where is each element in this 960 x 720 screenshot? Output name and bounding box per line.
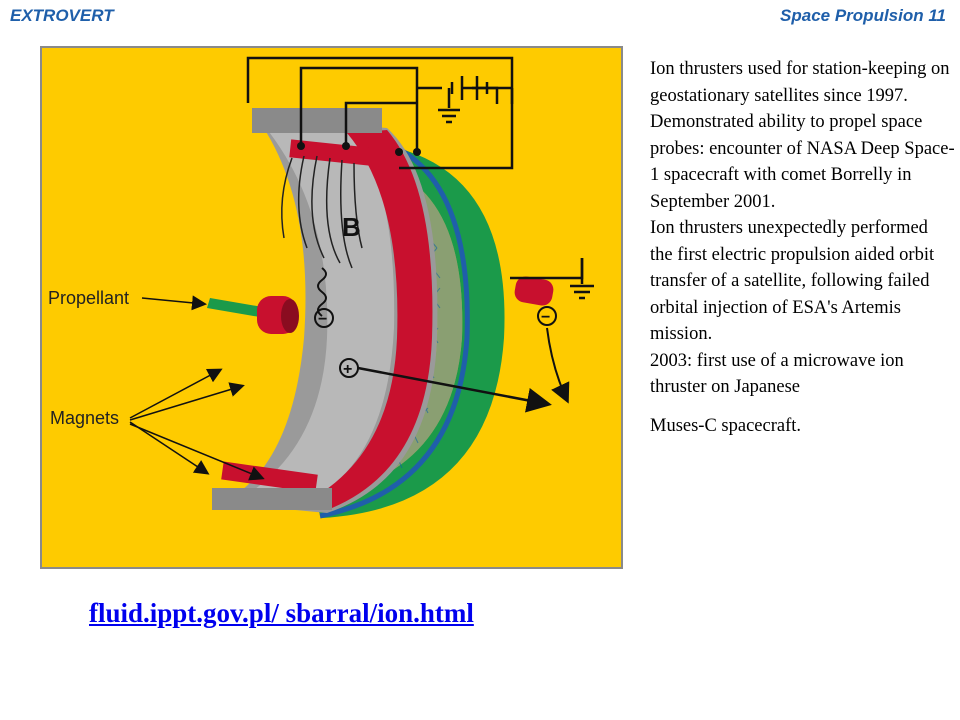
svg-text:+: +: [343, 361, 352, 378]
magnet-top: [289, 139, 381, 167]
neutralizer-cathode: [514, 276, 554, 306]
paragraph-deep-space-1: Demonstrated ability to propel space pro…: [650, 112, 955, 212]
paragraph-artemis: Ion thrusters unexpectedly performed the…: [650, 218, 935, 344]
paragraph-microwave-thruster: 2003: first use of a microwave ion thrus…: [650, 350, 904, 398]
label-magnetic-field: B: [342, 212, 361, 242]
paragraph-muses-c: Muses-C spacecraft.: [650, 415, 802, 436]
header-left-title: EXTROVERT: [10, 6, 114, 25]
label-magnets: Magnets: [50, 408, 119, 428]
ion-thruster-diagram: B − + −: [40, 46, 623, 569]
ion-path-arrow: [357, 366, 552, 413]
header-right-title: Space Propulsion 11: [780, 6, 946, 25]
magnet-bottom: [221, 461, 318, 493]
description-text: Ion thrusters used for station-keeping o…: [650, 56, 955, 439]
svg-text:−: −: [541, 309, 550, 326]
electron-symbol: [314, 308, 334, 328]
source-link[interactable]: fluid.ippt.gov.pl/ sbarral/ion.html: [89, 598, 474, 628]
svg-text:−: −: [318, 311, 327, 328]
screen-grid: [312, 148, 505, 518]
paragraph-station-keeping: Ion thrusters used for station-keeping o…: [650, 59, 950, 106]
label-propellant: Propellant: [48, 288, 129, 308]
